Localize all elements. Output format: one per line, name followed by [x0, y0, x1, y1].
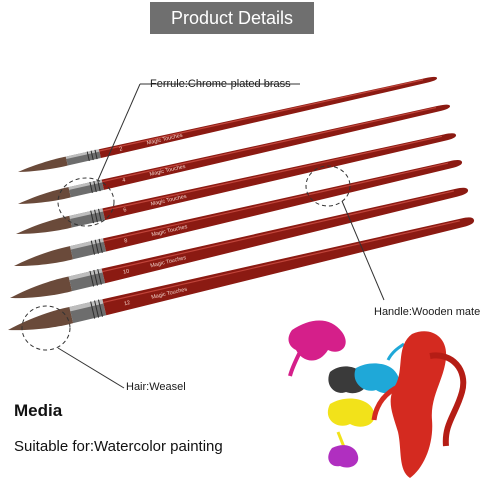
brush-hair [10, 276, 73, 299]
brush-ferrule [68, 179, 105, 198]
ferrule-crimp [89, 181, 93, 193]
brush-ferrule [69, 238, 107, 260]
red-splash [390, 331, 447, 478]
brush-handle [101, 104, 451, 190]
media-title: Media [14, 401, 63, 420]
ferrule-crimp [94, 239, 99, 254]
yellow-splash [327, 398, 375, 427]
handle-highlight [102, 190, 454, 273]
ferrule-crimp [90, 240, 96, 255]
brush-hair [16, 215, 72, 235]
brush-size-label: 10 [123, 269, 130, 276]
ferrule-crimp [94, 149, 98, 160]
ferrule-crimp [98, 208, 102, 222]
brush-hair [8, 307, 74, 331]
ferrule-crimp [97, 180, 101, 192]
usage-text: Suitable for:Watercolor painting [14, 438, 223, 455]
paint-splash-image [288, 320, 467, 478]
purple-splash [328, 445, 359, 468]
ferrule-crimp [90, 301, 96, 319]
brush-size-label: 4 [122, 177, 126, 184]
ferrule-crimp [86, 151, 90, 162]
ferrule-crimp [94, 300, 100, 318]
brush-hair [14, 246, 73, 267]
ferrule-crimp [98, 238, 103, 254]
handle-highlight-circle [305, 165, 351, 207]
brush: 6 Magic Touches [16, 133, 457, 235]
ferrule-crimp [90, 210, 94, 224]
ferrule-crimp [97, 299, 103, 317]
handle-leader-line [341, 200, 385, 301]
hair-leader-line [57, 347, 125, 389]
ferrule-leader-line [97, 83, 141, 181]
brush-hair [18, 187, 71, 204]
brush-hair [18, 156, 68, 172]
handle-highlight [102, 135, 443, 212]
brush-ferrule [68, 268, 106, 292]
ferrule-crimp [97, 268, 102, 285]
ferrule-highlight-circle [57, 177, 115, 227]
brush-size-label: 8 [124, 238, 128, 245]
brush-size-label: 12 [124, 300, 131, 307]
product-details-header: Product Details [150, 2, 314, 34]
header-title: Product Details [170, 7, 294, 28]
brush-handle [103, 160, 463, 252]
magenta-splash [288, 320, 346, 361]
brush-brand-imprint: Magic Touches [146, 133, 183, 147]
handle-highlight [102, 106, 437, 183]
brush-handle [102, 133, 457, 221]
hair-callout-label: Hair:Weasel [126, 381, 186, 393]
ferrule-crimp [94, 209, 98, 223]
cyan-splash [354, 363, 400, 394]
ferrule-crimp [93, 180, 97, 193]
brush-size-label: 2 [119, 146, 123, 153]
brush-handle [98, 76, 438, 159]
handle-highlight [99, 79, 424, 152]
brush-handle [101, 187, 469, 284]
handle-callout-label: Handle:Wooden material [374, 306, 481, 318]
brush-handle [102, 217, 475, 316]
handle-highlight [103, 162, 449, 242]
ferrule-crimp [89, 270, 95, 287]
brush-size-label: 6 [123, 207, 127, 214]
ferrule-callout-label: Ferrule:Chrome-plated brass [150, 78, 291, 90]
ferrule-crimp [93, 269, 98, 286]
hair-highlight-circle [21, 305, 71, 351]
handle-highlight [103, 220, 460, 304]
ferrule-crimp [90, 150, 94, 161]
brush-ferrule [69, 208, 106, 228]
